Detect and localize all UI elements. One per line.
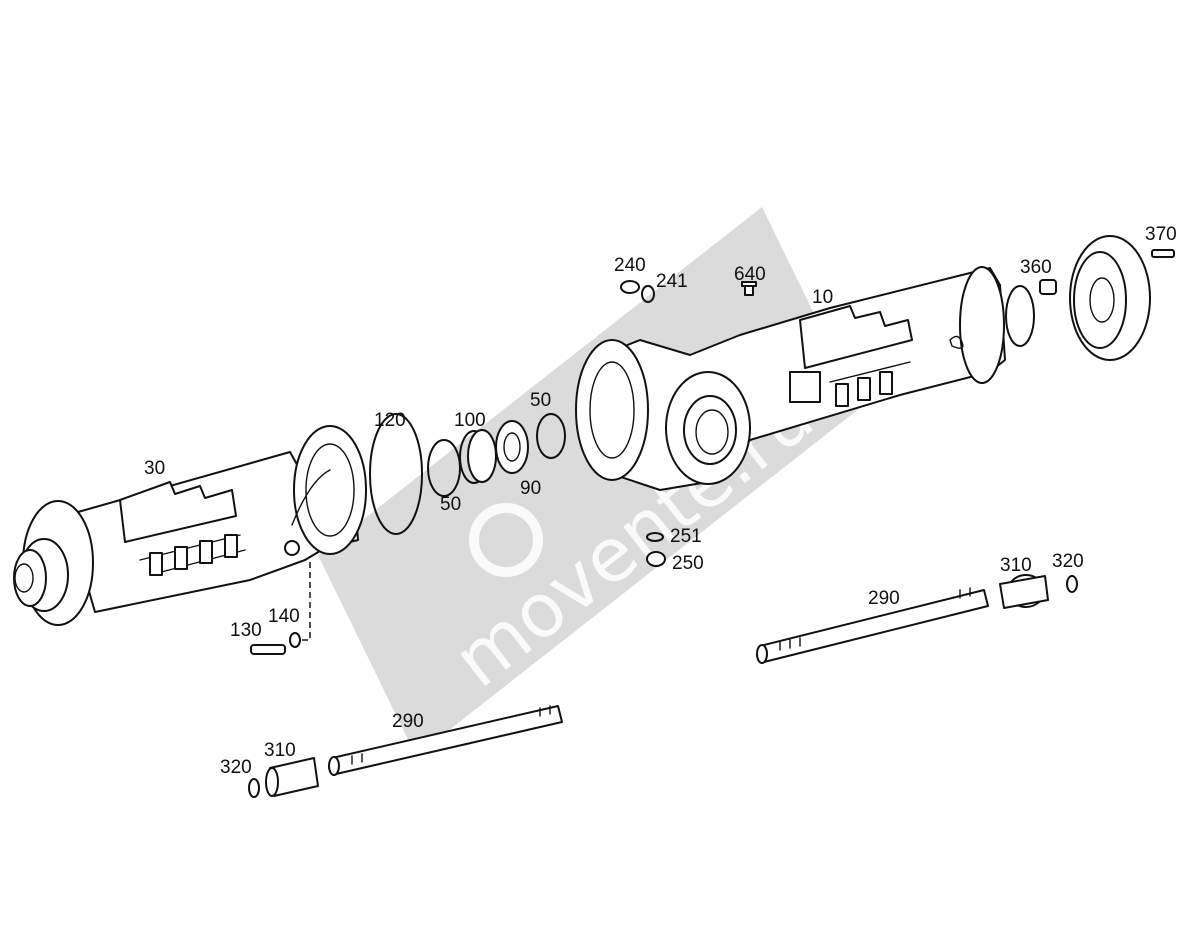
rings-and-bearings — [369, 413, 566, 535]
callout-320-right: 320 — [1052, 551, 1084, 572]
callout-100: 100 — [454, 410, 486, 431]
right-drive-shaft — [756, 574, 1078, 664]
watermark: movente.ru — [318, 207, 860, 756]
left-axle-housing — [13, 425, 367, 626]
callout-30: 30 — [144, 458, 165, 479]
callout-310-right: 310 — [1000, 555, 1032, 576]
callout-130: 130 — [230, 620, 262, 641]
callout-640: 640 — [734, 264, 766, 285]
callout-251: 251 — [670, 526, 702, 547]
callout-360: 360 — [1020, 257, 1052, 278]
callout-50-top: 50 — [530, 390, 551, 411]
callout-250: 250 — [672, 553, 704, 574]
watermark-logo — [469, 503, 543, 577]
callout-320-left: 320 — [220, 757, 252, 778]
callout-370: 370 — [1145, 224, 1177, 245]
callout-240: 240 — [614, 255, 646, 276]
callout-290-right: 290 — [868, 588, 900, 609]
callout-140: 140 — [268, 606, 300, 627]
callout-290-left: 290 — [392, 711, 424, 732]
callout-241: 241 — [656, 271, 688, 292]
callout-120: 120 — [374, 410, 406, 431]
left-drive-shaft — [248, 705, 563, 798]
callout-50-bottom: 50 — [440, 494, 461, 515]
wheel-flange — [1039, 235, 1175, 361]
center-axle-housing — [575, 266, 1035, 491]
small-hardware — [250, 280, 757, 655]
callout-10: 10 — [812, 287, 833, 308]
callout-310-left: 310 — [264, 740, 296, 761]
callout-90: 90 — [520, 478, 541, 499]
callout-labels: 10 30 50 50 90 100 120 130 140 240 241 2… — [144, 224, 1177, 778]
